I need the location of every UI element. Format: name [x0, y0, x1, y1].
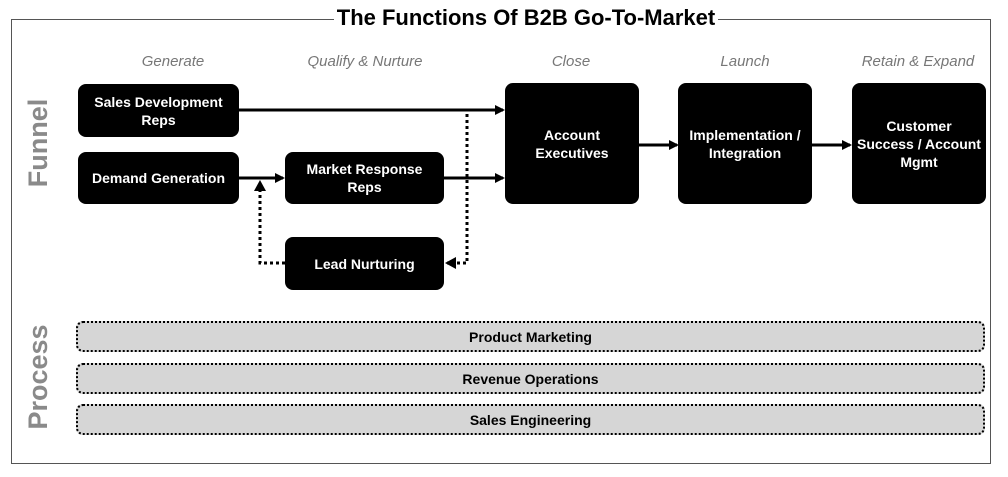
process-bar-revenue-operations: Revenue Operations	[76, 363, 985, 394]
stage-generate: Generate	[141, 53, 205, 70]
box-customer-success: Customer Success / Account Mgmt	[852, 83, 986, 204]
diagram-title: The Functions Of B2B Go-To-Market	[0, 5, 1008, 31]
stage-qualify-nurture: Qualify & Nurture	[307, 53, 423, 70]
process-bar-sales-engineering: Sales Engineering	[76, 404, 985, 435]
box-demand-generation: Demand Generation	[78, 152, 239, 204]
dotted-arrowhead-return	[254, 180, 266, 191]
stage-close: Close	[551, 53, 591, 70]
box-sales-development-reps: Sales Development Reps	[78, 84, 239, 137]
box-lead-nurturing: Lead Nurturing	[285, 237, 444, 290]
dotted-lead-nurturing-return	[258, 186, 285, 265]
process-bar-product-marketing: Product Marketing	[76, 321, 985, 352]
box-market-response-reps: Market Response Reps	[285, 152, 444, 204]
dotted-to-lead-nurturing	[447, 114, 469, 265]
stage-launch: Launch	[720, 53, 770, 70]
stage-retain-expand: Retain & Expand	[861, 53, 975, 70]
box-implementation-integration: Implementation / Integration	[678, 83, 812, 204]
dotted-arrowhead-lead-nurturing	[445, 257, 456, 269]
box-account-executives: Account Executives	[505, 83, 639, 204]
